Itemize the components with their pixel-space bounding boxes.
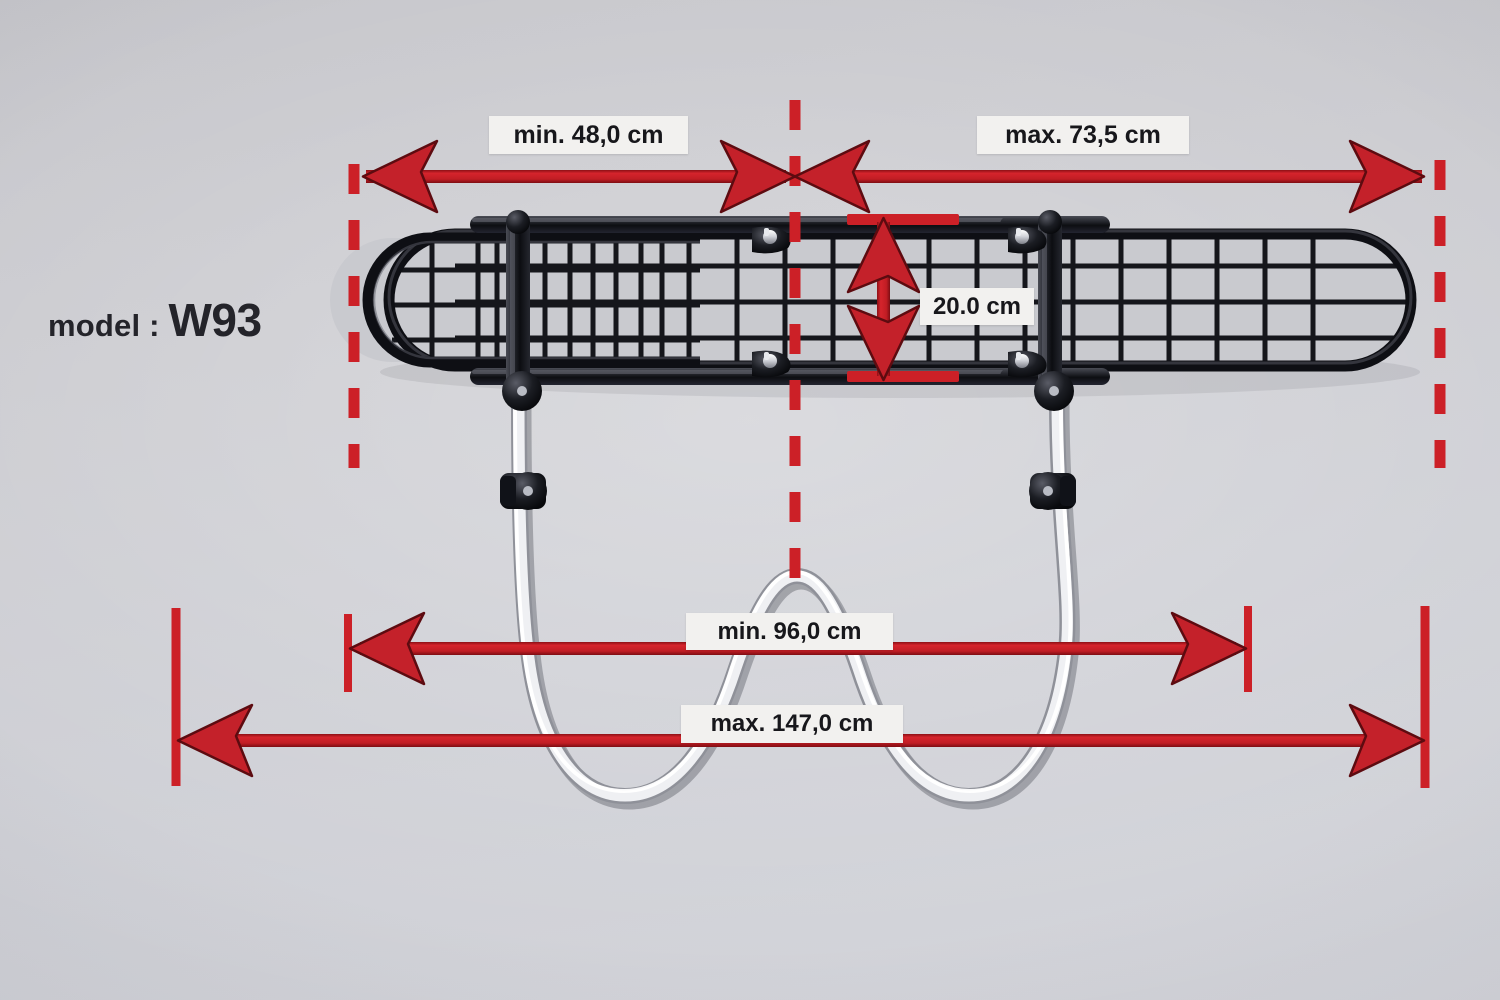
dimension-label-20-vertical: 20.0 cm xyxy=(920,288,1034,325)
mesh-grid-left xyxy=(392,238,700,362)
model-prefix: model : xyxy=(48,308,160,343)
dimension-label-min-48: min. 48,0 cm xyxy=(489,116,688,154)
dimension-arrow-min-48 xyxy=(361,139,797,214)
dimension-label-min-96: min. 96,0 cm xyxy=(686,613,893,650)
model-label: model : W93 xyxy=(48,293,262,347)
mount-bar-left xyxy=(502,210,542,411)
leg-pivot-clamp-left xyxy=(500,472,547,510)
clamp-fitting-upper-right xyxy=(1008,226,1047,254)
clamp-fitting-lower-left xyxy=(752,350,791,378)
clamp-fitting-lower-right xyxy=(1008,350,1047,378)
dimension-label-max-735: max. 73,5 cm xyxy=(977,116,1189,154)
dimension-arrow-20-vertical xyxy=(846,214,959,382)
clamp-fitting-upper-left xyxy=(752,226,791,254)
leg-pivot-clamp-right xyxy=(1029,472,1076,510)
dimension-tick-marks xyxy=(171,606,1430,788)
model-name: W93 xyxy=(168,294,262,346)
dashed-reference-lines xyxy=(348,100,1446,578)
mount-bar-right xyxy=(1034,210,1074,411)
dimension-arrow-max-735 xyxy=(793,139,1426,214)
dimension-label-max-147: max. 147,0 cm xyxy=(681,705,903,743)
